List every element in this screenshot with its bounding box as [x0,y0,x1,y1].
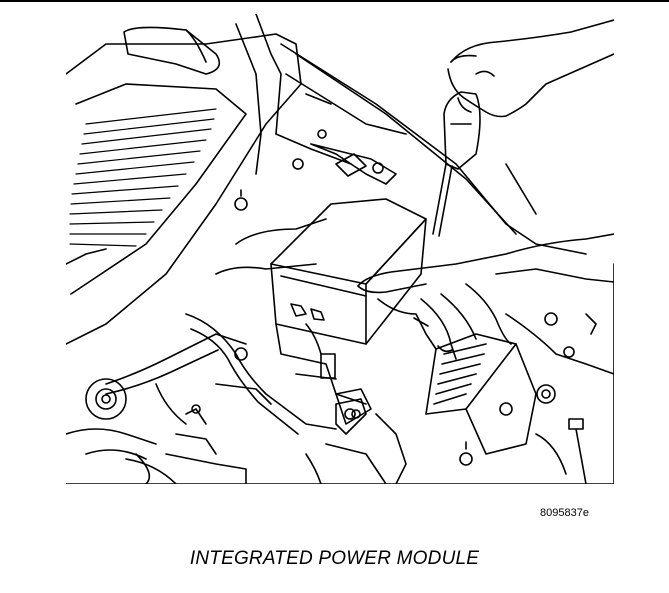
air-filter-ribs [70,109,216,246]
lower-center-brackets [306,399,406,484]
figure-id-label: 8095837e [540,507,589,519]
lower-hand [358,234,614,359]
frame-edges [66,264,614,484]
air-cleaner-housing [66,27,301,344]
wiring-harness [106,314,371,434]
engine-bay-illustration [66,14,614,484]
screwdriver [433,92,480,236]
lower-left-components [66,379,246,484]
fuse-connector [426,334,536,454]
upper-hand [448,20,614,117]
strut-tower [216,14,406,274]
top-border-rule [0,0,669,2]
right-side-hardware [460,313,614,484]
figure-caption: INTEGRATED POWER MODULE [189,548,480,569]
cowl-brackets [235,130,396,210]
cowl-panel [281,44,586,254]
